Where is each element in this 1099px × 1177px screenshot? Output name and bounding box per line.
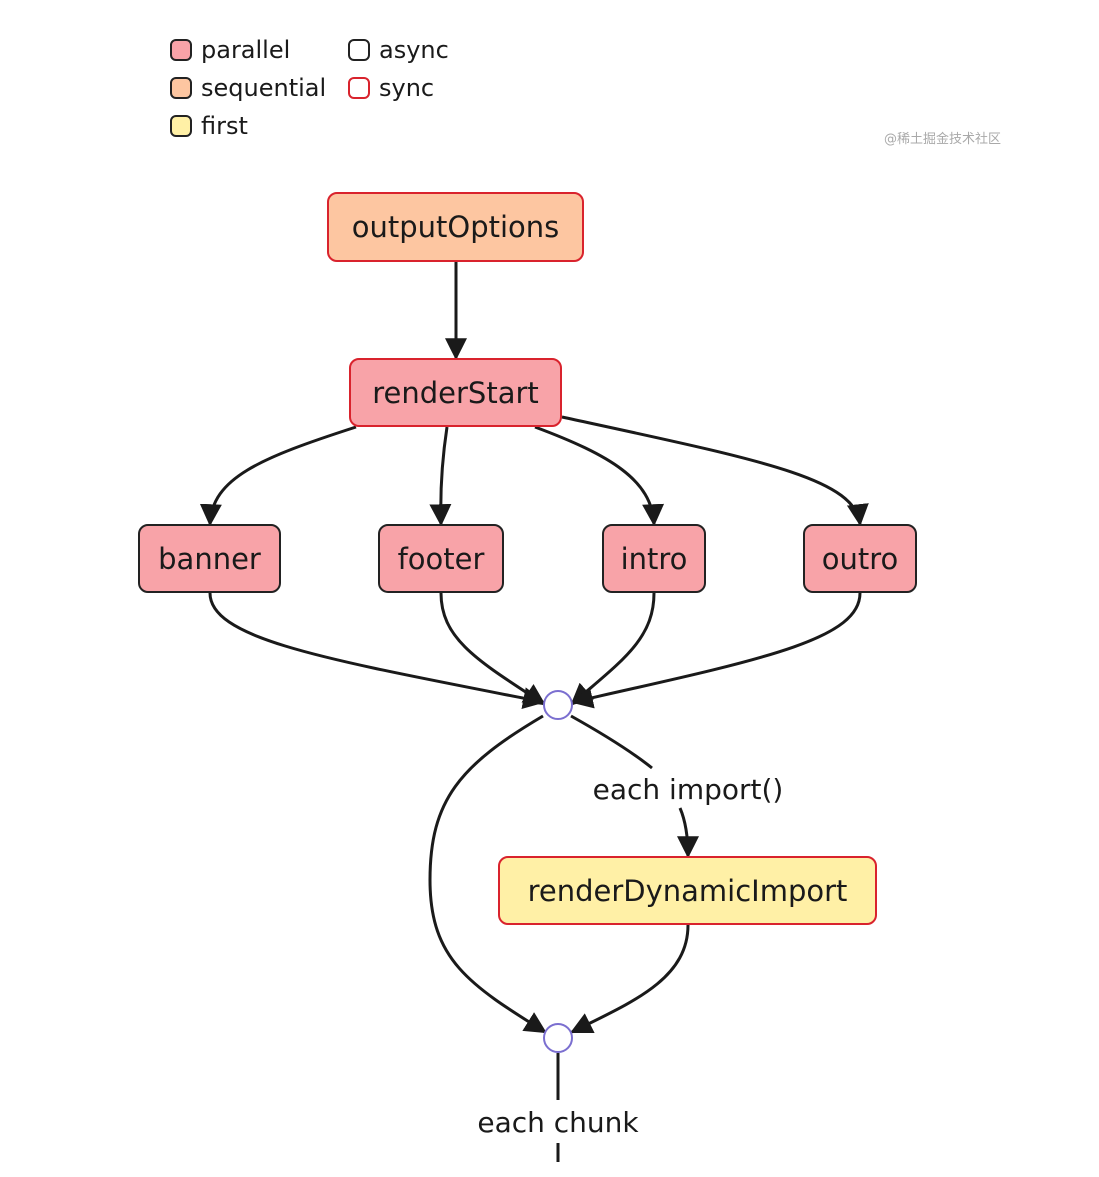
node-outro-label: outro — [822, 542, 899, 576]
async-swatch-icon — [348, 39, 370, 61]
node-outro: outro — [803, 524, 917, 593]
legend-sequential: sequential — [170, 74, 326, 102]
legend-sequential-label: sequential — [201, 74, 327, 102]
parallel-swatch-icon — [170, 39, 192, 61]
edge-junction1-junction2 — [428, 714, 547, 1034]
node-intro: intro — [602, 524, 706, 593]
legend-async-label: async — [379, 36, 449, 64]
sync-swatch-icon — [348, 77, 370, 99]
node-banner: banner — [138, 524, 281, 593]
edge-label-each-import: each import() — [593, 773, 784, 806]
node-banner-label: banner — [158, 542, 261, 576]
node-renderdynamicimport-label: renderDynamicImport — [528, 874, 848, 908]
junction-circle-bottom — [543, 1023, 573, 1053]
legend-parallel-label: parallel — [201, 36, 291, 64]
node-renderstart-label: renderStart — [372, 376, 539, 410]
edge-footer-junction — [439, 592, 546, 706]
node-intro-label: intro — [621, 542, 688, 576]
edge-banner-junction — [208, 592, 546, 709]
legend-async: async — [348, 36, 449, 64]
node-renderstart: renderStart — [349, 358, 562, 427]
watermark: @稀土掘金技术社区 — [884, 132, 1002, 147]
node-outputoptions: outputOptions — [327, 192, 584, 262]
legend-sync: sync — [348, 74, 434, 102]
legend-first-label: first — [201, 112, 248, 140]
edge-renderstart-outro — [561, 415, 869, 527]
edge-renderstart-intro — [534, 425, 665, 527]
edge-label-each-chunk: each chunk — [477, 1106, 639, 1139]
first-swatch-icon — [170, 115, 192, 137]
edge-eachimport-renderdynamicimport — [676, 807, 699, 859]
edge-outro-junction — [570, 592, 862, 709]
node-footer: footer — [378, 524, 504, 593]
legend-sync-label: sync — [379, 74, 435, 102]
node-renderdynamicimport: renderDynamicImport — [498, 856, 877, 925]
edge-renderdynamicimport-junction2 — [570, 924, 690, 1034]
node-outputoptions-label: outputOptions — [352, 210, 560, 244]
node-footer-label: footer — [398, 542, 485, 576]
legend-parallel: parallel — [170, 36, 290, 64]
edge-renderstart-banner — [199, 425, 357, 527]
legend-first: first — [170, 112, 248, 140]
junction-circle-top — [543, 690, 573, 720]
edge-renderstart-footer — [429, 426, 452, 527]
sequential-swatch-icon — [170, 77, 192, 99]
edge-junction-eachimport — [570, 714, 653, 770]
